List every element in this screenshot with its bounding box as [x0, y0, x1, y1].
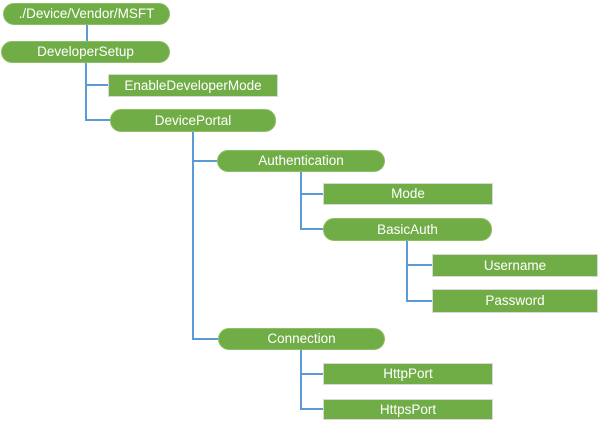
connector-line — [300, 228, 323, 230]
connector-line — [192, 132, 194, 340]
node-httpsport: HttpsPort — [323, 399, 493, 420]
node-device-vendor-msft: ./Device/Vendor/MSFT — [3, 3, 170, 25]
node-httpport: HttpPort — [323, 363, 493, 385]
connector-line — [85, 84, 108, 86]
node-developersetup: DeveloperSetup — [1, 41, 170, 63]
node-mode: Mode — [323, 183, 493, 205]
connector-line — [300, 172, 302, 230]
node-authentication: Authentication — [217, 150, 385, 172]
connector-line — [300, 193, 323, 195]
connector-line — [406, 264, 432, 266]
connector-line — [300, 373, 323, 375]
node-basicauth: BasicAuth — [323, 218, 492, 241]
node-connection: Connection — [218, 328, 385, 350]
connector-line — [85, 119, 110, 121]
node-deviceportal: DevicePortal — [110, 109, 276, 132]
connector-line — [300, 350, 302, 410]
connector-line — [300, 408, 323, 410]
node-username: Username — [432, 254, 598, 277]
connector-line — [192, 338, 218, 340]
connector-line — [192, 160, 217, 162]
node-password: Password — [432, 289, 598, 313]
connector-line — [86, 25, 88, 41]
connector-line — [85, 63, 87, 121]
node-enabledevelopermode: EnableDeveloperMode — [108, 74, 278, 97]
connector-line — [406, 241, 408, 302]
connector-line — [406, 300, 432, 302]
